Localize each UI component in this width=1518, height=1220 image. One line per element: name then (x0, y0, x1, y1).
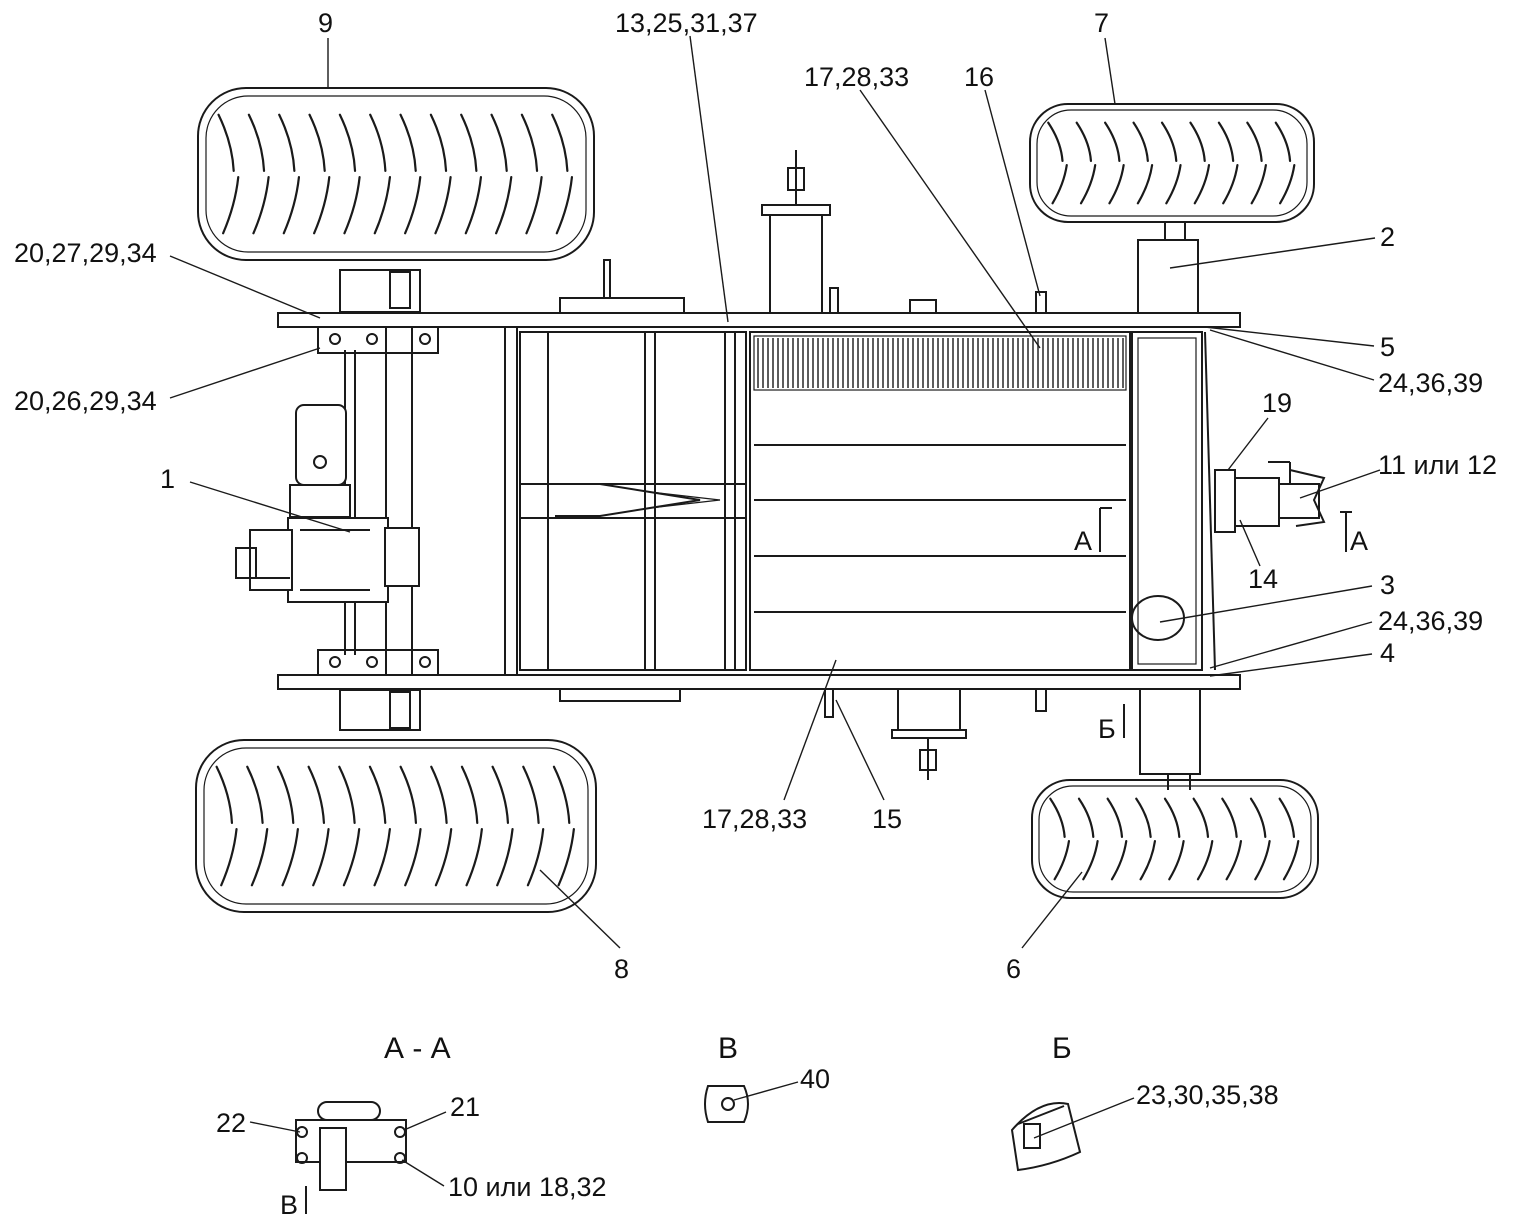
callout-23-30-35-38: 23,30,35,38 (1136, 1080, 1279, 1110)
gear-motor (235, 404, 420, 603)
leader-lines (169, 35, 1381, 949)
callout-8: 8 (614, 954, 629, 984)
section-mark-b: Б (1098, 714, 1116, 744)
callout-17-28-33-bottom: 17,28,33 (702, 804, 807, 834)
view-b-title: Б (1052, 1032, 1072, 1065)
callout-1: 1 (160, 464, 175, 494)
callout-11-or-12: 11 или 12 (1378, 450, 1497, 480)
callout-4: 4 (1380, 638, 1395, 668)
callout-24-36-39-bottom: 24,36,39 (1378, 606, 1483, 636)
callout-14: 14 (1248, 564, 1278, 594)
screen-body (749, 331, 1216, 671)
callout-7: 7 (1094, 8, 1109, 38)
detail-view-v: В 40 (704, 1032, 830, 1123)
wheel-7 (1029, 103, 1315, 223)
callout-17-28-33-top: 17,28,33 (804, 62, 909, 92)
section-mark-a-right: A (1350, 526, 1368, 556)
callout-13-25-31-37: 13,25,31,37 (615, 8, 758, 38)
callout-3: 3 (1380, 570, 1395, 600)
wheel-8 (195, 739, 597, 913)
section-mark-a-left: A (1074, 526, 1092, 556)
detail-view-a-a: А - А 22 21 10 или 18,32 В (216, 1032, 607, 1220)
callout-22: 22 (216, 1108, 246, 1138)
callout-9: 9 (318, 8, 333, 38)
callout-40: 40 (800, 1064, 830, 1094)
callout-2: 2 (1380, 222, 1395, 252)
view-a-a-title: А - А (384, 1032, 451, 1065)
wheel-6 (1031, 779, 1319, 899)
detail-view-b: Б 23,30,35,38 (1010, 1032, 1279, 1172)
callout-20-27-29-34: 20,27,29,34 (14, 238, 157, 268)
section-marks (1099, 507, 1352, 738)
callout-16: 16 (964, 62, 994, 92)
callout-19: 19 (1262, 388, 1292, 418)
callout-24-36-39-top: 24,36,39 (1378, 368, 1483, 398)
wheel-9 (197, 87, 595, 261)
section-mark-v: В (280, 1190, 298, 1220)
callout-20-26-29-34: 20,26,29,34 (14, 386, 157, 416)
callout-15: 15 (872, 804, 902, 834)
main-frame (277, 312, 1241, 690)
top-attachments (559, 150, 1199, 314)
hitch (1214, 461, 1326, 533)
callout-21: 21 (450, 1092, 480, 1122)
callout-6: 6 (1006, 954, 1021, 984)
callout-10-or-18-32: 10 или 18,32 (448, 1172, 607, 1202)
view-v-title: В (718, 1032, 738, 1065)
callout-5: 5 (1380, 332, 1395, 362)
bottom-attachments (559, 688, 1201, 790)
